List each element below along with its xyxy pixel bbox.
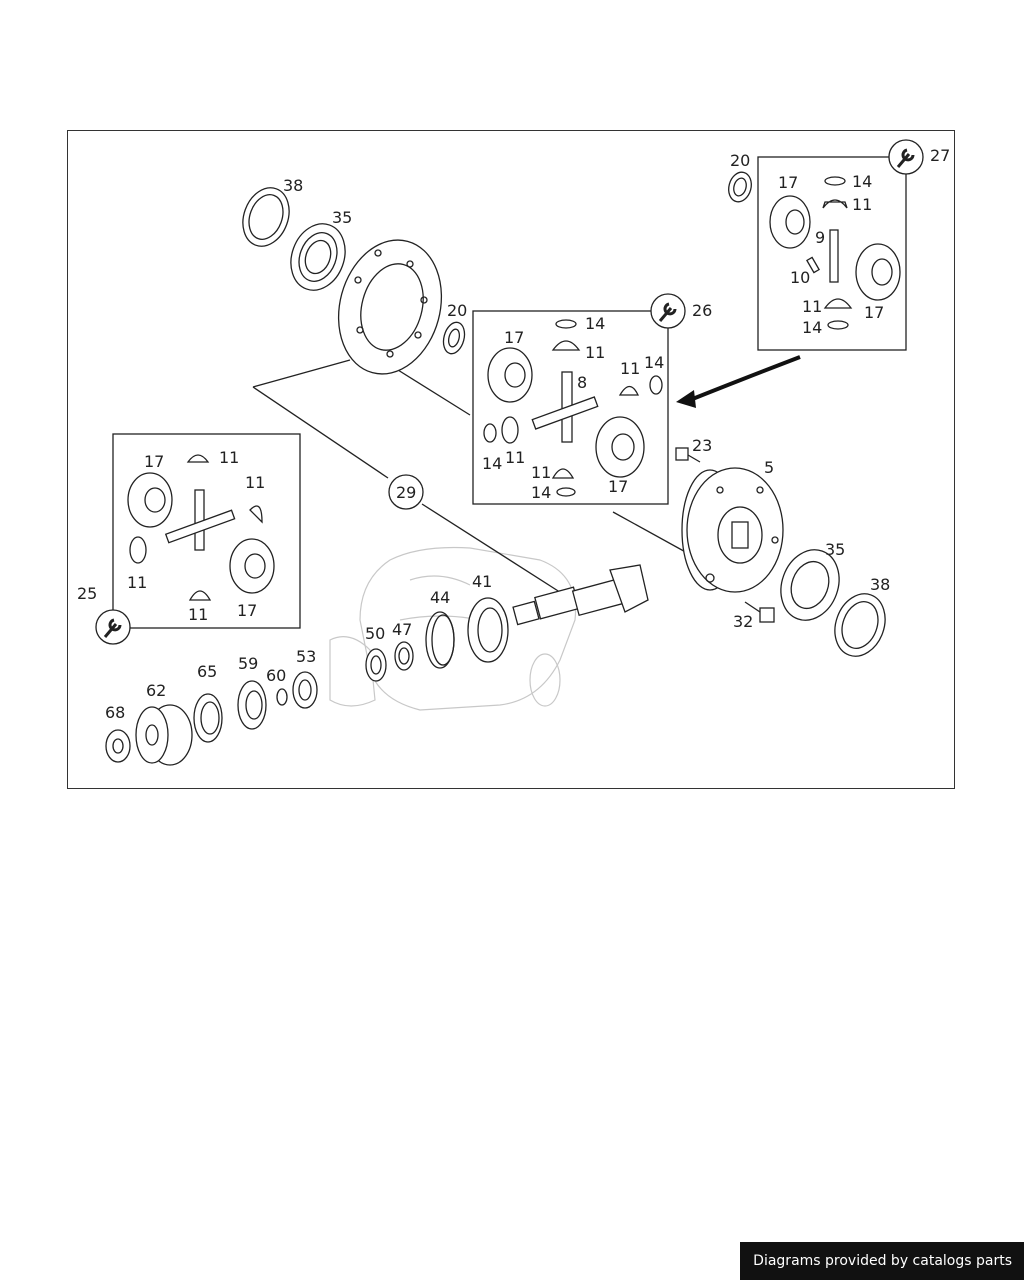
seal-ring-38-top [242, 187, 290, 247]
label-14: 14 [802, 318, 822, 337]
label-20: 20 [730, 151, 750, 170]
label-60: 60 [266, 666, 286, 685]
label-17: 17 [864, 303, 884, 322]
arrow [676, 355, 801, 408]
label-26: 26 [692, 301, 712, 320]
diagram-frame [67, 130, 955, 789]
kit-box-26 [472, 310, 669, 505]
label-44: 44 [430, 588, 450, 607]
label-17: 17 [144, 452, 164, 471]
wrench-icon [103, 618, 122, 638]
ring-44 [425, 611, 455, 669]
nut-68 [105, 729, 131, 763]
bearing-35-top [290, 223, 346, 291]
label-35: 35 [825, 540, 845, 559]
label-27: 27 [930, 146, 950, 165]
wrench-badge-26 [650, 293, 686, 329]
spacer-47 [394, 641, 414, 671]
kit-box-25 [112, 433, 301, 629]
label-11: 11 [505, 448, 525, 467]
washer-20-mid [442, 321, 466, 355]
label-5: 5 [764, 458, 774, 477]
label-29: 29 [396, 483, 416, 502]
label-32: 32 [733, 612, 753, 631]
deflector-65 [193, 693, 223, 743]
label-11: 11 [620, 359, 640, 378]
label-14: 14 [852, 172, 872, 191]
label-65: 65 [197, 662, 217, 681]
wrench-icon [658, 302, 677, 322]
ring-gear [337, 239, 443, 375]
bearing-35-right [780, 549, 840, 621]
label-8: 8 [577, 373, 587, 392]
label-14: 14 [585, 314, 605, 333]
kit-27-parts [769, 176, 901, 330]
label-9: 9 [815, 228, 825, 247]
label-11: 11 [852, 195, 872, 214]
label-11: 11 [127, 573, 147, 592]
seal-59 [237, 680, 267, 730]
label-10: 10 [790, 268, 810, 287]
label-62: 62 [146, 681, 166, 700]
label-50: 50 [365, 624, 385, 643]
label-47: 47 [392, 620, 412, 639]
label-14: 14 [482, 454, 502, 473]
label-11: 11 [802, 297, 822, 316]
bolt-23 [675, 447, 701, 463]
label-53: 53 [296, 647, 316, 666]
label-38: 38 [283, 176, 303, 195]
label-68: 68 [105, 703, 125, 722]
label-17: 17 [504, 328, 524, 347]
washer-20-top [728, 171, 752, 203]
kit-25-parts [127, 454, 275, 601]
label-17: 17 [778, 173, 798, 192]
footer-credit: Diagrams provided by catalogs parts [740, 1242, 1024, 1280]
drive-pinion [512, 564, 649, 626]
bearing-50 [365, 648, 387, 682]
washer-60 [276, 688, 288, 706]
label-35: 35 [332, 208, 352, 227]
label-17: 17 [608, 477, 628, 496]
bearing-41 [467, 597, 509, 663]
label-14: 14 [531, 483, 551, 502]
bolt-32 [744, 601, 775, 623]
wrench-icon [896, 148, 915, 168]
kit-box-27 [757, 156, 907, 351]
differential-carrier-5 [681, 467, 784, 593]
label-25: 25 [77, 584, 97, 603]
wrench-badge-27 [888, 139, 924, 175]
label-23: 23 [692, 436, 712, 455]
seal-ring-38-right [834, 593, 886, 657]
label-11: 11 [585, 343, 605, 362]
label-17: 17 [237, 601, 257, 620]
label-38: 38 [870, 575, 890, 594]
callout-labels: 38 35 20 20 27 17 14 11 9 10 11 14 17 26… [77, 146, 950, 722]
callout-circle-29 [388, 474, 424, 510]
wrench-badge-25 [95, 609, 131, 645]
label-59: 59 [238, 654, 258, 673]
label-20: 20 [447, 301, 467, 320]
label-14: 14 [644, 353, 664, 372]
label-11: 11 [531, 463, 551, 482]
label-11: 11 [188, 605, 208, 624]
label-11: 11 [219, 448, 239, 467]
bearing-53 [292, 671, 318, 709]
label-11: 11 [245, 473, 265, 492]
label-41: 41 [472, 572, 492, 591]
flange-62 [135, 704, 193, 766]
kit-26-parts [483, 319, 663, 497]
